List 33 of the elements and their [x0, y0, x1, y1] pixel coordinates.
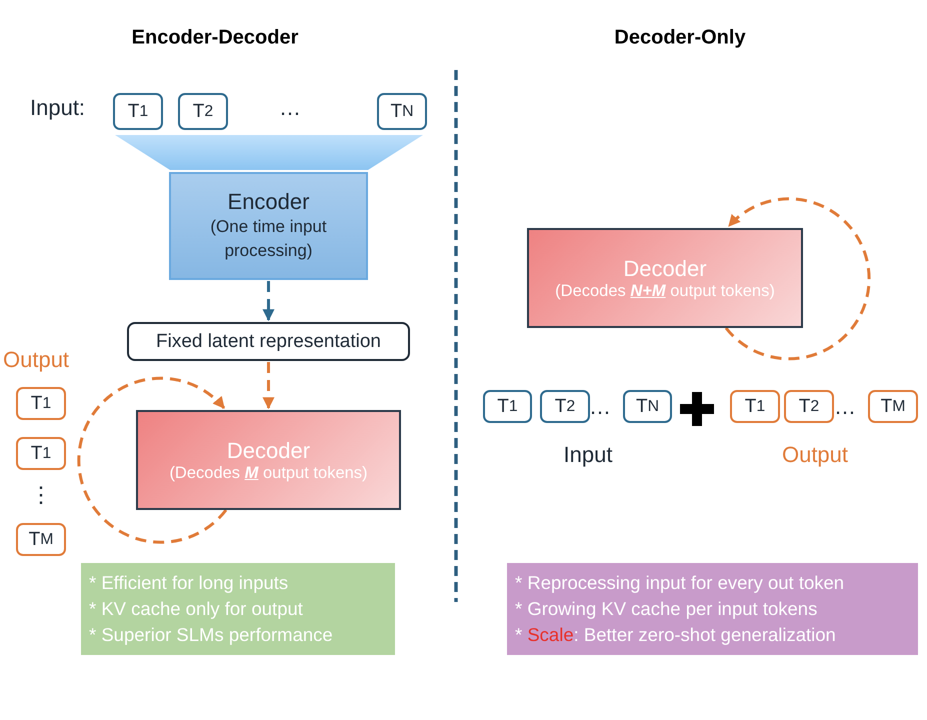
arrow [262, 362, 274, 410]
note-text: * KV cache only for output [89, 597, 303, 621]
description-text: (Decodes N+M output tokens) [555, 282, 775, 300]
heading-text: Decoder [623, 256, 707, 282]
ellipsis: … [834, 394, 856, 420]
input-label: Input: [30, 95, 86, 121]
note-text: * Efficient for long inputs [89, 571, 288, 595]
heading-text: Encoder [228, 189, 310, 215]
description-text: (Decodes M output tokens) [169, 464, 368, 482]
funnel-shape [115, 135, 423, 170]
latent-box: Fixed latent representation [127, 322, 410, 361]
arrow [77, 376, 228, 544]
note-box [81, 563, 395, 655]
output-label: Output [782, 442, 848, 468]
encoder-box [169, 172, 368, 280]
decoder-box [136, 410, 401, 510]
arrow [724, 197, 870, 360]
ellipsis: … [589, 394, 611, 420]
ellipsis: ⋮ [30, 482, 52, 508]
note-text: *Scale: Better zero-shot generalization [515, 623, 836, 647]
note-text: * Growing KV cache per input tokens [515, 597, 818, 621]
output-label: Output [3, 347, 70, 373]
note-text: * Superior SLMs performance [89, 623, 333, 647]
section-title: Encoder-Decoder [132, 26, 298, 50]
note-box [507, 563, 918, 655]
note-text: * Reprocessing input for every out token [515, 571, 844, 595]
description-text: (One time input processing) [209, 216, 328, 262]
ellipsis: … [279, 95, 301, 121]
decoder-box [527, 228, 803, 328]
input-label: Input [564, 442, 612, 468]
arrow [262, 281, 274, 322]
heading-text: Decoder [226, 438, 310, 464]
section-title: Decoder-Only [614, 26, 746, 50]
